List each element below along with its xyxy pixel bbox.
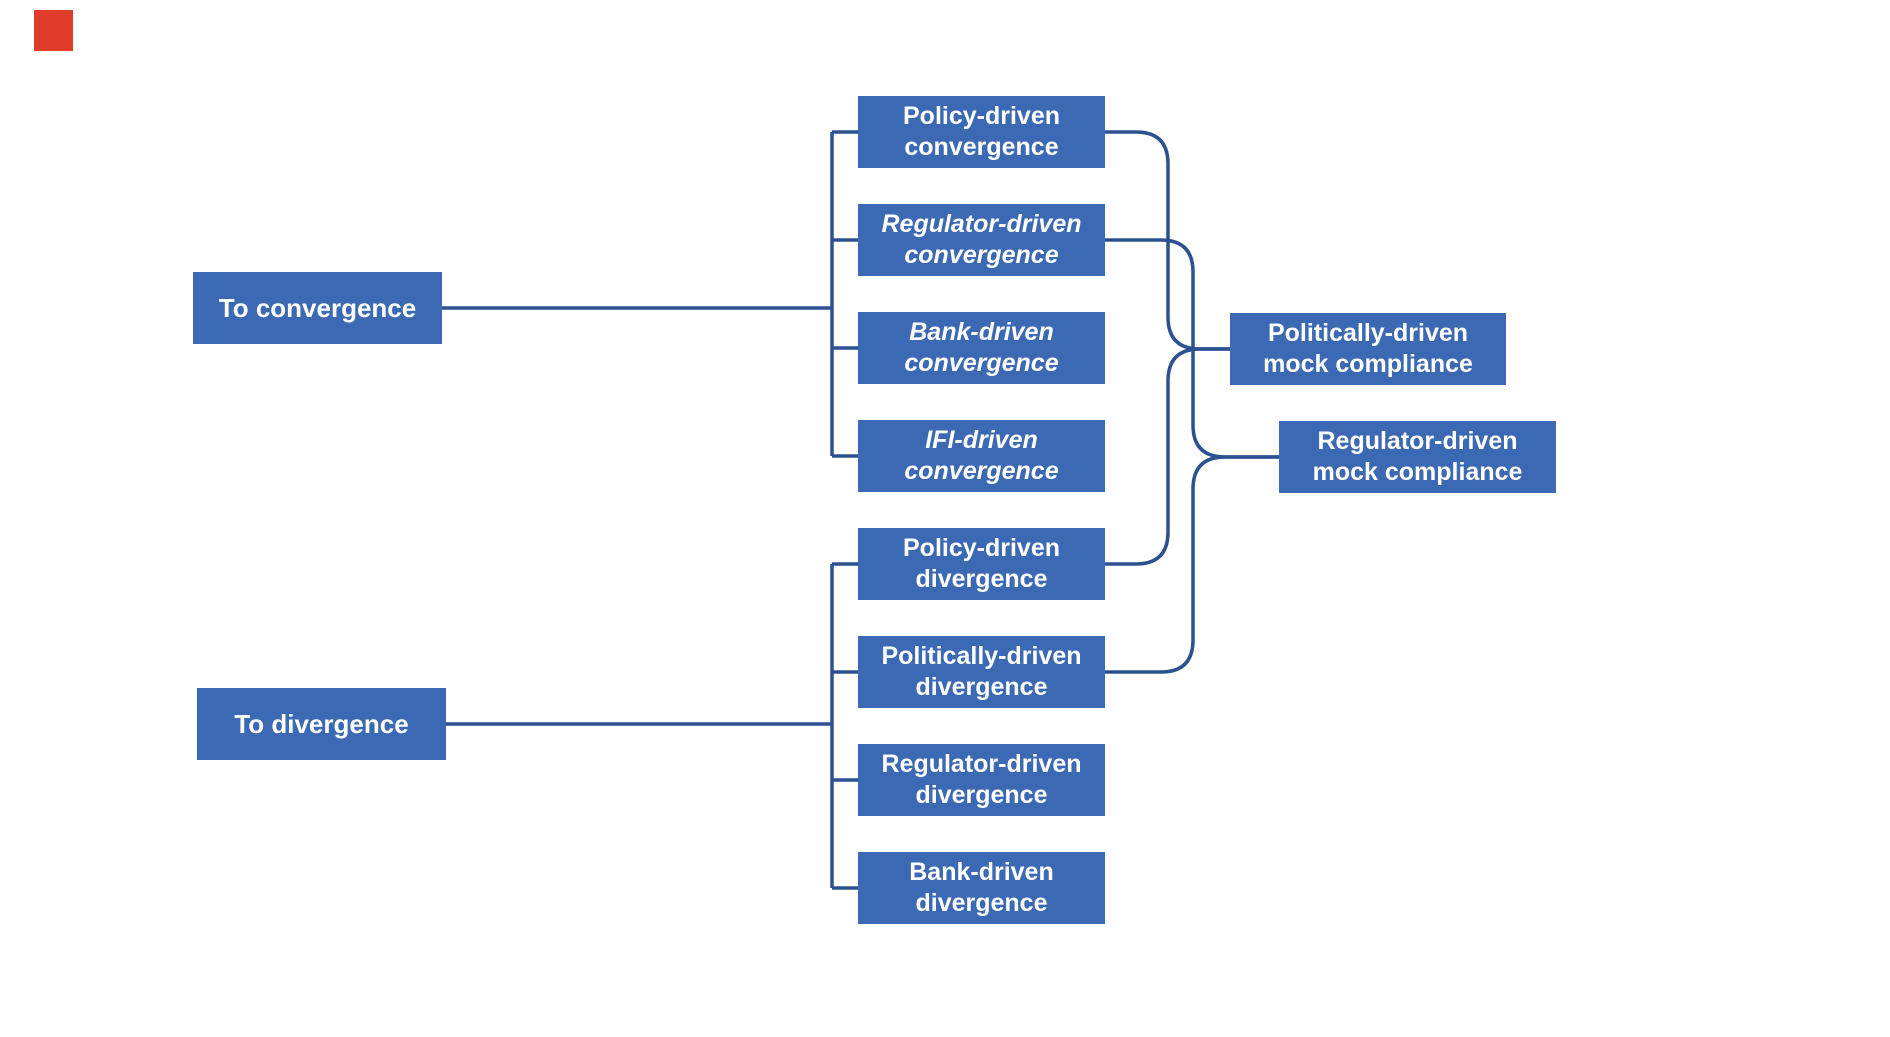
node-policy-driven-divergence: Policy-driven divergence: [858, 528, 1105, 600]
red-corner-marker: [34, 10, 73, 51]
node-policy-driven-convergence: Policy-driven convergence: [858, 96, 1105, 168]
connector-policy-divergence-to-politically-mock: [1104, 347, 1230, 566]
node-ifi-driven-convergence: IFI-driven convergence: [858, 420, 1105, 492]
node-to-convergence: To convergence: [193, 272, 442, 344]
divergence-bracket-connector: [446, 562, 858, 890]
connector-politically-divergence-to-regulator-mock: [1104, 455, 1279, 674]
node-politically-driven-divergence: Politically-driven divergence: [858, 636, 1105, 708]
convergence-bracket-connector: [442, 130, 858, 458]
node-to-divergence: To divergence: [197, 688, 446, 760]
connector-regulator-convergence-to-regulator-mock: [1105, 238, 1279, 459]
node-regulator-driven-mock-compliance: Regulator-driven mock compliance: [1279, 421, 1556, 493]
node-bank-driven-convergence: Bank-driven convergence: [858, 312, 1105, 384]
node-regulator-driven-convergence: Regulator-driven convergence: [858, 204, 1105, 276]
node-bank-driven-divergence: Bank-driven divergence: [858, 852, 1105, 924]
node-politically-driven-mock-compliance: Politically-driven mock compliance: [1230, 313, 1506, 385]
node-regulator-driven-divergence: Regulator-driven divergence: [858, 744, 1105, 816]
